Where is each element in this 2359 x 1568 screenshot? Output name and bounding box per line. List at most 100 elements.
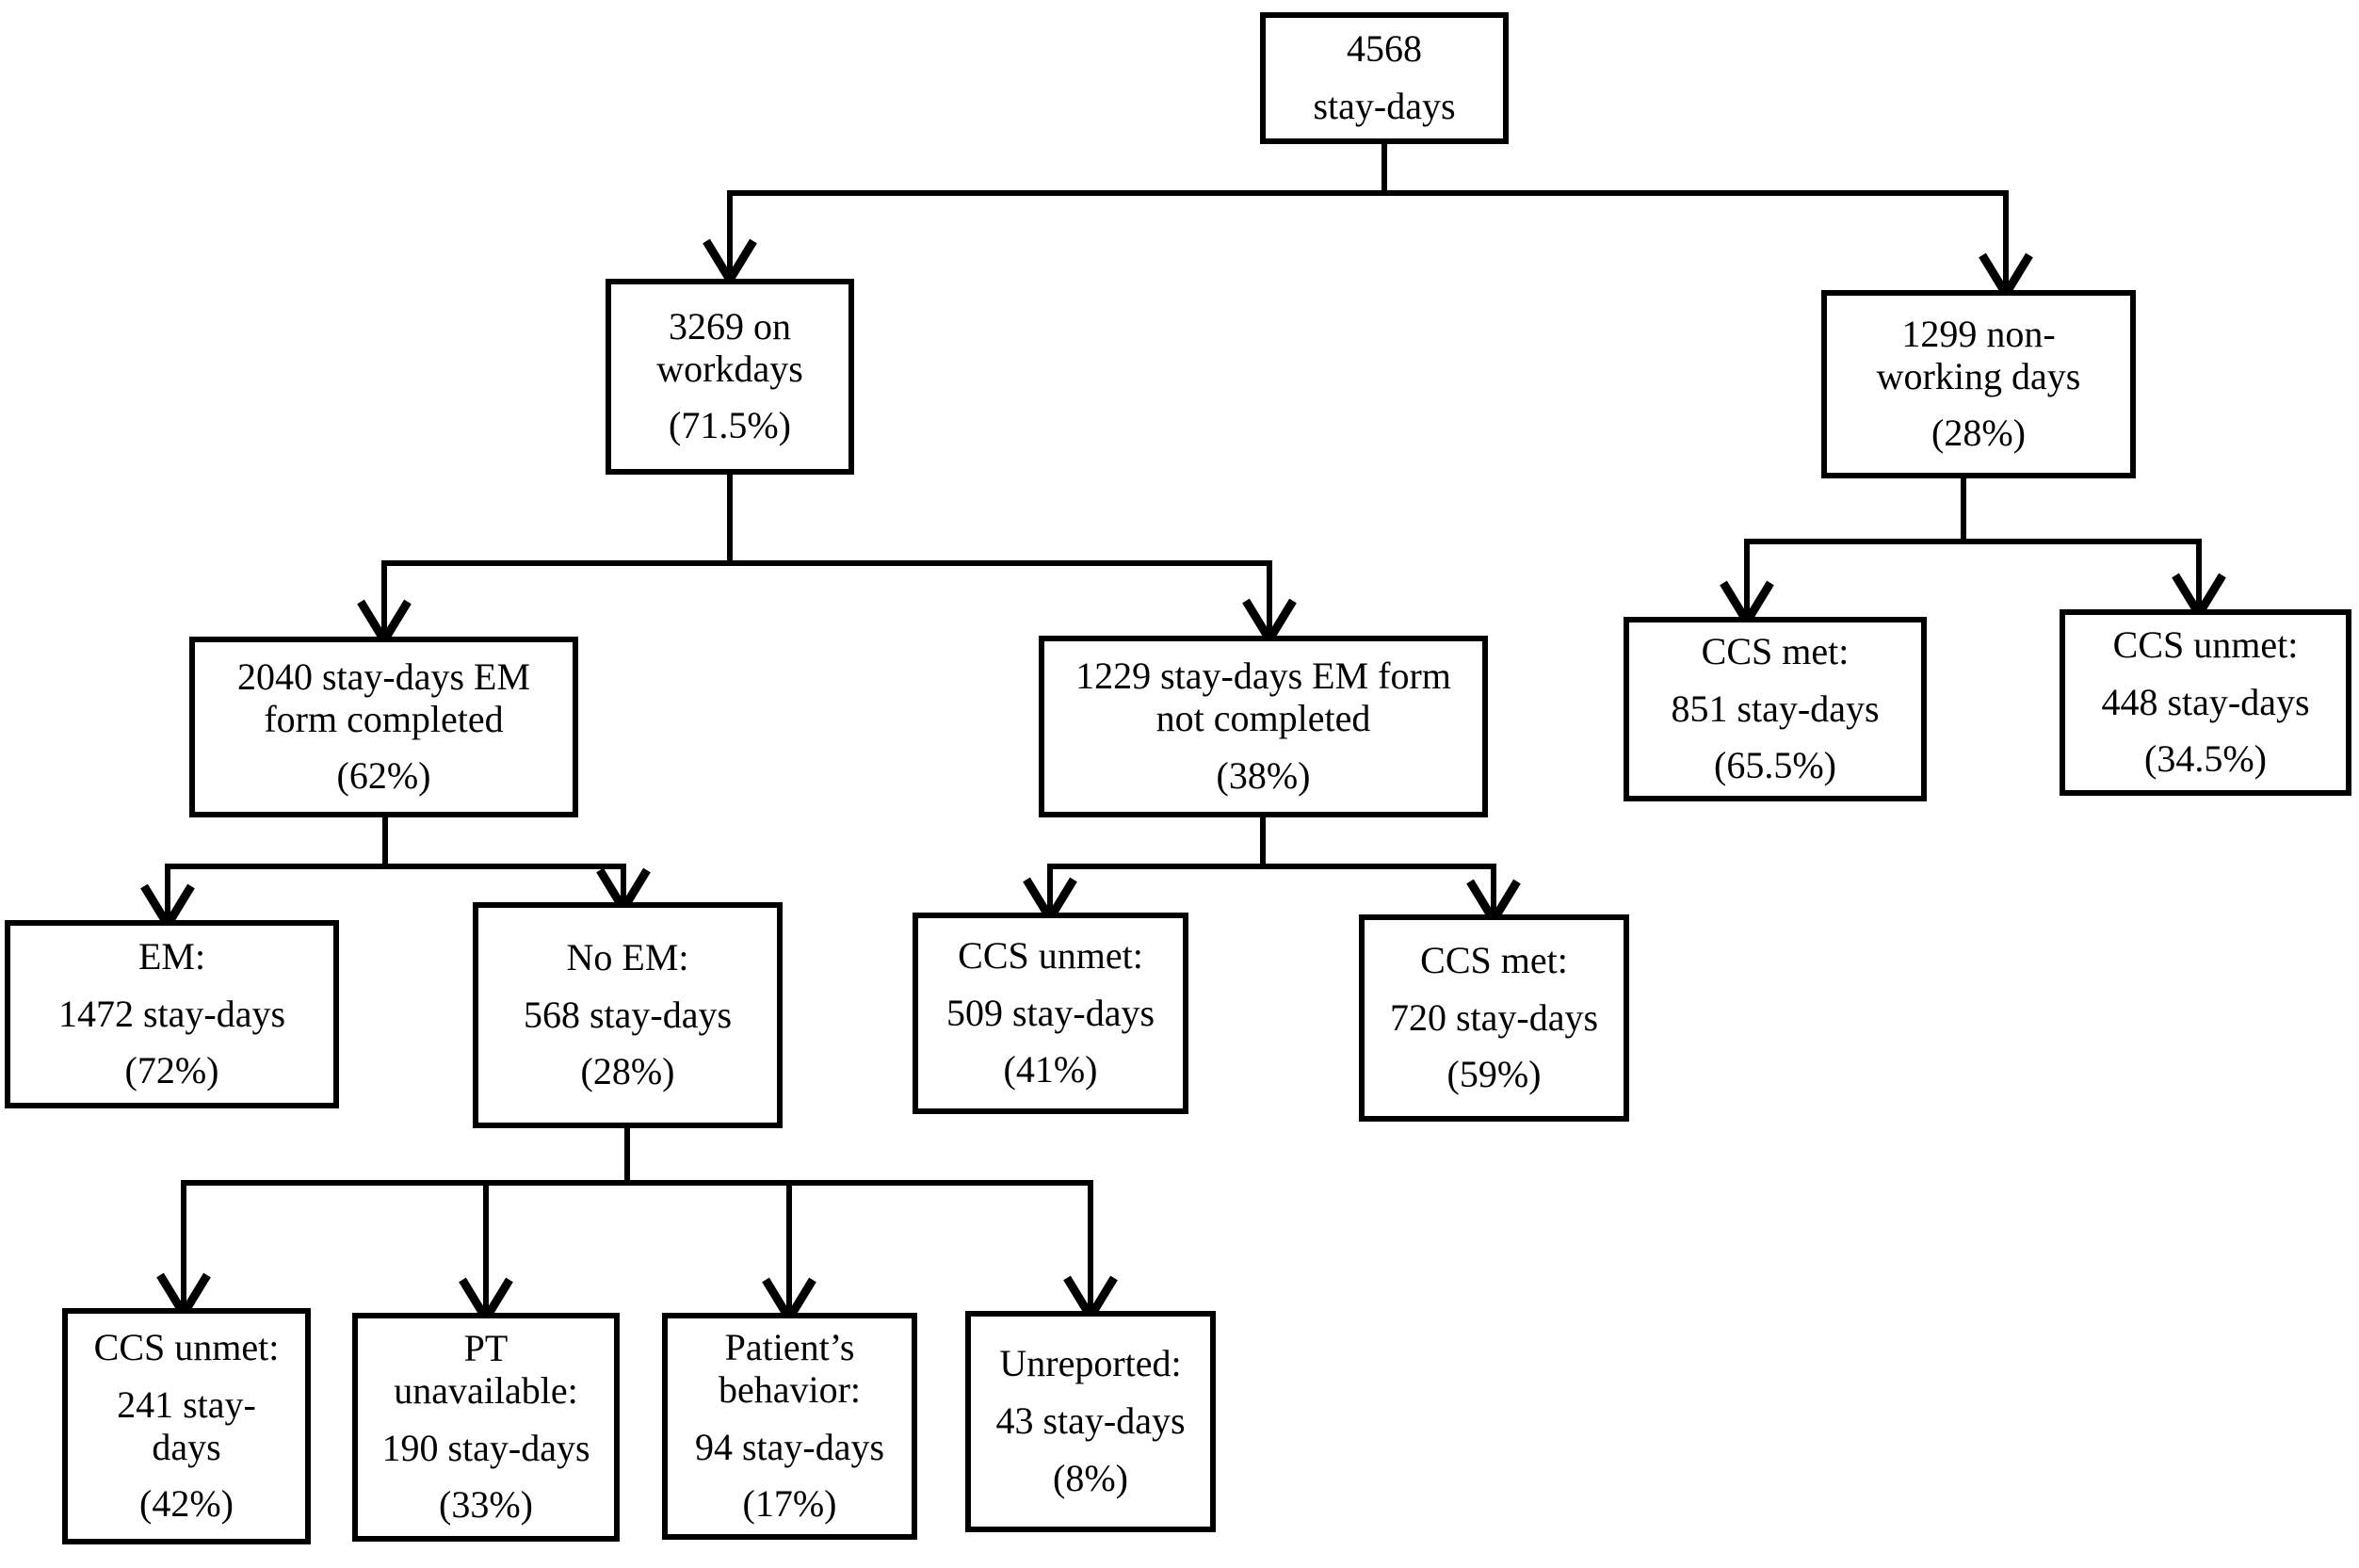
box-text-line: unavailable: xyxy=(394,1368,578,1412)
box-text-line: (34.5%) xyxy=(2144,737,2267,781)
box-text-line: CCS met: xyxy=(1701,629,1850,672)
box-text-line: form completed xyxy=(264,697,504,740)
box-text-line: 720 stay-days xyxy=(1389,995,1599,1039)
branch-workdays-split xyxy=(357,475,1297,649)
box-text-line: not completed xyxy=(1155,697,1371,740)
box-paragraph: 851 stay-days xyxy=(1671,687,1880,731)
box-text-line: CCS unmet: xyxy=(2112,622,2299,666)
box-text-line: 241 stay- xyxy=(117,1382,256,1426)
box-paragraph: 1472 stay-days xyxy=(57,992,286,1036)
box-text-line: behavior: xyxy=(718,1367,862,1411)
box-text-line: (71.5%) xyxy=(669,404,791,447)
box-paragraph: CCS unmet: xyxy=(2112,622,2299,667)
box-paragraph: CCS unmet: xyxy=(958,933,1143,978)
box-paragraph: 568 stay-days xyxy=(524,994,732,1037)
box-text-line: 509 stay-days xyxy=(945,991,1155,1034)
box-total-stay-days: 4568 stay-days xyxy=(1260,12,1509,144)
box-paragraph: (28%) xyxy=(1931,412,2026,455)
box-paragraph: (8%) xyxy=(1053,1456,1128,1500)
box-paragraph: 1299 non-working days xyxy=(1876,312,2081,398)
box-ccs-unmet-448: CCS unmet: 448 stay-days (34.5%) xyxy=(2060,609,2351,796)
box-text-line: 4568 xyxy=(1347,27,1422,71)
box-text-line: 448 stay-days xyxy=(2101,680,2310,723)
box-text-line: 1299 non- xyxy=(1901,312,2056,355)
box-text-line: stay-days xyxy=(1313,85,1456,127)
box-ccs-met-851: CCS met: 851 stay-days (65.5%) xyxy=(1624,617,1927,801)
box-paragraph: stay-days xyxy=(1313,85,1456,128)
box-paragraph: (42%) xyxy=(139,1482,234,1526)
box-text-line: 1472 stay-days xyxy=(57,992,286,1035)
box-ccs-unmet-509: CCS unmet: 509 stay-days (41%) xyxy=(913,913,1188,1114)
box-text-line: (28%) xyxy=(580,1050,675,1093)
box-text-line: 851 stay-days xyxy=(1671,687,1880,730)
box-text-line: (41%) xyxy=(1003,1048,1098,1091)
box-ccs-met-720: CCS met: 720 stay-days (59%) xyxy=(1359,914,1629,1122)
box-text-line: CCS met: xyxy=(1420,938,1568,981)
box-paragraph: (72%) xyxy=(125,1050,219,1092)
branch-em-not-completed-split xyxy=(1023,817,1521,929)
box-text-line: (33%) xyxy=(439,1483,533,1527)
box-paragraph: Unreported: xyxy=(999,1342,1182,1385)
box-paragraph: (59%) xyxy=(1447,1054,1542,1096)
box-text-line: (72%) xyxy=(124,1049,219,1092)
box-text-line: working days xyxy=(1876,354,2081,397)
box-text-line: (28%) xyxy=(1931,412,2026,455)
box-text-line: EM: xyxy=(137,934,206,978)
box-text-line: (38%) xyxy=(1216,753,1311,797)
box-non-working-days: 1299 non-working days (28%) xyxy=(1821,290,2136,478)
box-paragraph: (65.5%) xyxy=(1714,745,1836,787)
box-text-line: 1229 stay-days EM form xyxy=(1075,655,1451,698)
box-paragraph: (62%) xyxy=(337,755,431,798)
box-paragraph: 190 stay-days xyxy=(381,1426,590,1470)
branch-no-em-split xyxy=(156,1128,1118,1327)
box-text-line: days xyxy=(152,1425,221,1468)
box-paragraph: 720 stay-days xyxy=(1389,995,1599,1040)
box-text-line: Unreported: xyxy=(999,1342,1182,1385)
box-text-line: CCS unmet: xyxy=(93,1325,280,1368)
box-text-line: workdays xyxy=(656,347,803,390)
box-paragraph: (71.5%) xyxy=(669,405,791,447)
box-paragraph: 241 stay-days xyxy=(117,1382,256,1469)
box-text-line: 43 stay-days xyxy=(995,1399,1186,1443)
box-text-line: 2040 stay-days EM xyxy=(236,655,531,698)
box-paragraph: No EM: xyxy=(566,935,689,979)
box-paragraph: (41%) xyxy=(1004,1049,1098,1091)
box-paragraph: (28%) xyxy=(581,1051,675,1093)
box-paragraph: CCS unmet: xyxy=(93,1325,280,1369)
box-paragraph: 509 stay-days xyxy=(945,991,1155,1035)
branch-nonworking-split xyxy=(1720,477,2226,630)
box-paragraph: (34.5%) xyxy=(2144,738,2267,781)
box-text-line: No EM: xyxy=(566,935,689,978)
box-text-line: CCS unmet: xyxy=(958,933,1143,977)
box-paragraph: EM: xyxy=(137,934,206,978)
box-paragraph: (17%) xyxy=(742,1482,837,1526)
box-ccs-unmet-241: CCS unmet: 241 stay-days (42%) xyxy=(62,1308,311,1544)
branch-total-split xyxy=(703,144,2033,302)
box-text-line: (65.5%) xyxy=(1714,744,1836,787)
box-text-line: 94 stay-days xyxy=(694,1425,885,1468)
box-em-1472: EM: 1472 stay-days (72%) xyxy=(5,920,339,1108)
box-text-line: 190 stay-days xyxy=(381,1426,590,1469)
box-text-line: Patient’s xyxy=(724,1325,855,1368)
box-paragraph: 94 stay-days xyxy=(694,1425,885,1469)
box-text-line: (62%) xyxy=(336,754,431,798)
box-text-line: (59%) xyxy=(1446,1053,1542,1096)
box-text-line: (17%) xyxy=(742,1482,837,1526)
box-paragraph: 4568 xyxy=(1347,27,1422,71)
box-text-line: (8%) xyxy=(1053,1456,1128,1499)
box-no-em-568: No EM: 568 stay-days (28%) xyxy=(473,902,783,1128)
box-paragraph: 448 stay-days xyxy=(2101,680,2310,724)
box-text-line: 568 stay-days xyxy=(523,993,733,1036)
box-text-line: 3269 on xyxy=(669,304,791,348)
